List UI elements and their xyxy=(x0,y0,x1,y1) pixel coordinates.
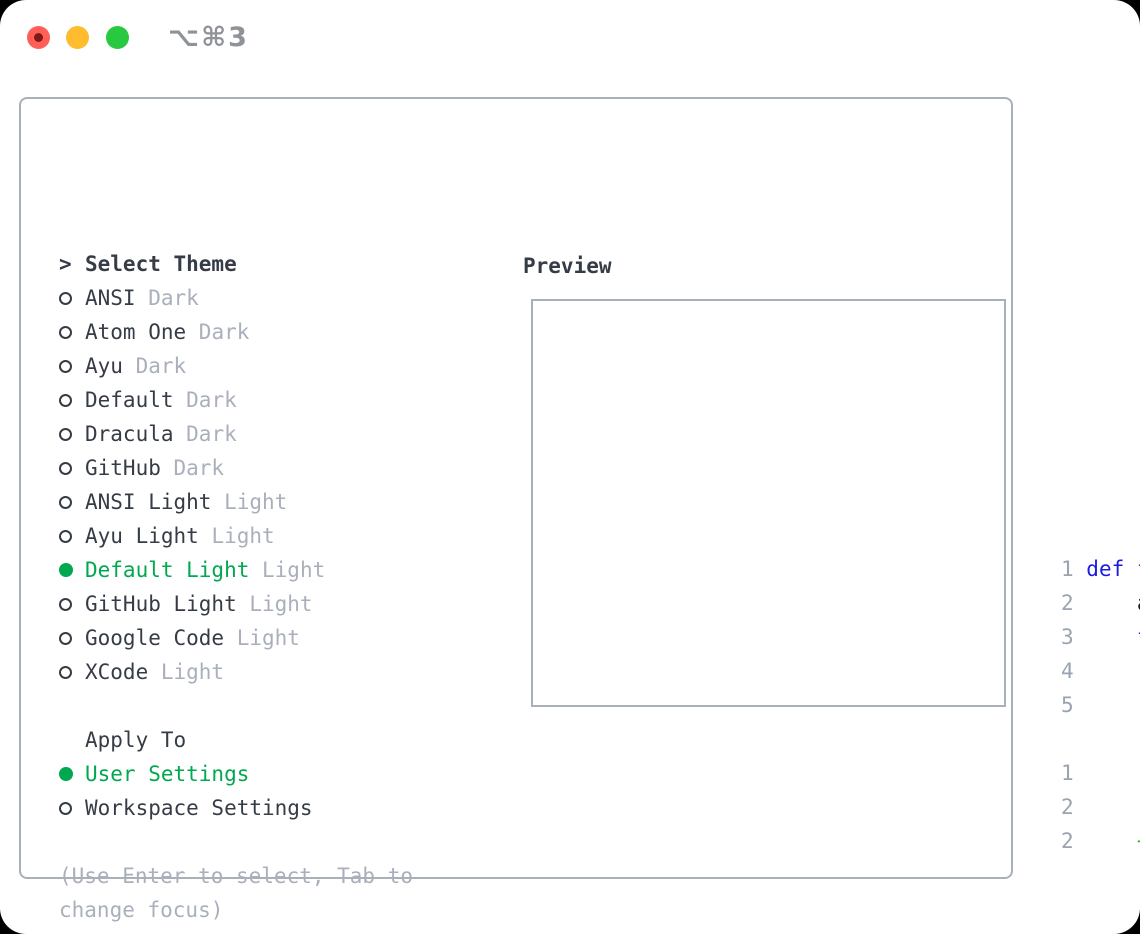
code-line: 4 a, b = b, a + b xyxy=(1061,659,1087,683)
code-line: 1 def fibonacci(n): xyxy=(1061,557,1140,581)
apply-to-option[interactable]: Workspace Settings xyxy=(59,791,491,825)
radio-icon xyxy=(59,291,85,305)
close-button[interactable] xyxy=(27,26,50,49)
theme-variant-label: Dark xyxy=(160,456,225,480)
theme-name-label: XCode xyxy=(85,660,149,684)
theme-option[interactable]: Ayu Light Light xyxy=(59,519,491,553)
theme-name-label: Dracula xyxy=(85,422,174,446)
cursor-marker-col: > xyxy=(59,252,85,276)
radio-icon xyxy=(59,461,85,475)
preview-title: Preview xyxy=(523,254,612,278)
theme-variant-label: Dark xyxy=(173,422,237,446)
spacer-row xyxy=(59,825,491,859)
apply-to-heading: Apply To xyxy=(59,723,491,757)
theme-option[interactable]: GitHub Light Light xyxy=(59,587,491,621)
apply-to-title: Apply To xyxy=(85,728,187,752)
radio-icon xyxy=(59,665,85,679)
theme-variant-label: Dark xyxy=(135,286,199,310)
radio-icon xyxy=(59,495,85,509)
radio-icon xyxy=(59,529,85,543)
code-line: 2 - This line was deleted. xyxy=(1061,795,1140,819)
theme-option[interactable]: Google Code Light xyxy=(59,621,491,655)
theme-name-label: ANSI Light xyxy=(85,490,212,514)
theme-name-label: Atom One xyxy=(85,320,187,344)
radio-icon xyxy=(59,801,85,815)
theme-option[interactable]: Atom One Dark xyxy=(59,315,491,349)
theme-variant-label: Light xyxy=(148,660,225,684)
theme-name-label: ANSI xyxy=(85,286,136,310)
radio-icon xyxy=(59,631,85,645)
theme-option[interactable]: Dracula Dark xyxy=(59,417,491,451)
theme-variant-label: Light xyxy=(236,592,313,616)
selected-radio-icon xyxy=(59,563,85,577)
code-line: 2 + This line was added. xyxy=(1061,829,1140,853)
theme-option[interactable]: GitHub Dark xyxy=(59,451,491,485)
theme-variant-label: Light xyxy=(211,490,288,514)
select-theme-title: Select Theme xyxy=(85,252,237,276)
theme-name-label: Default Light xyxy=(85,558,250,582)
radio-icon xyxy=(59,325,85,339)
theme-option[interactable]: XCode Light xyxy=(59,655,491,689)
code-line: 3 for _ in range(n): xyxy=(1061,625,1140,649)
preview-box: 1 def fibonacci(n): 2 a, b = 0, 1 3 for _ … xyxy=(531,299,1140,853)
close-button-dot-icon xyxy=(34,33,43,42)
spacer-row xyxy=(59,689,491,723)
theme-name-label: Default xyxy=(85,388,174,412)
preview-code: 1 def fibonacci(n): 2 a, b = 0, 1 3 for _ … xyxy=(1061,552,1140,858)
window-shortcut-label: ⌥⌘3 xyxy=(168,22,249,53)
theme-option[interactable]: Ayu Dark xyxy=(59,349,491,383)
code-line xyxy=(1061,722,1140,756)
theme-variant-label: Light xyxy=(224,626,300,650)
select-theme-heading: > Select Theme xyxy=(59,247,491,281)
cursor-icon: > xyxy=(59,252,72,276)
radio-icon xyxy=(59,427,85,441)
theme-variant-label: Light xyxy=(249,558,326,582)
theme-option[interactable]: ANSI Light Light xyxy=(59,485,491,519)
apply-to-option[interactable]: User Settings xyxy=(59,757,491,791)
theme-name-label: Ayu xyxy=(85,354,123,378)
apply-option-label: Workspace Settings xyxy=(85,796,313,820)
apply-option-label: User Settings xyxy=(85,762,250,786)
theme-variant-label: Dark xyxy=(186,320,250,344)
theme-variant-label: Dark xyxy=(122,354,187,378)
theme-name-label: GitHub Light xyxy=(85,592,237,616)
radio-icon xyxy=(59,359,85,373)
theme-variant-label: Dark xyxy=(173,388,237,412)
theme-option[interactable]: ANSI Dark xyxy=(59,281,491,315)
radio-icon xyxy=(59,597,85,611)
theme-name-label: Google Code xyxy=(85,626,225,650)
theme-name-label: GitHub xyxy=(85,456,161,480)
theme-option[interactable]: Default Dark xyxy=(59,383,491,417)
theme-variant-label: Light xyxy=(198,524,275,548)
minimize-button[interactable] xyxy=(66,26,89,49)
theme-name-label: Ayu Light xyxy=(85,524,199,548)
selected-radio-icon xyxy=(59,767,85,781)
code-line: 5 return a xyxy=(1061,693,1140,717)
code-line: 2 a, b = 0, 1 xyxy=(1061,591,1140,615)
zoom-button[interactable] xyxy=(106,26,129,49)
radio-icon xyxy=(59,393,85,407)
theme-option[interactable]: Default Light Light xyxy=(59,553,491,587)
code-line: 1 This is a context line. xyxy=(1061,761,1087,785)
help-text: (Use Enter to select, Tab to change focu… xyxy=(59,864,414,922)
